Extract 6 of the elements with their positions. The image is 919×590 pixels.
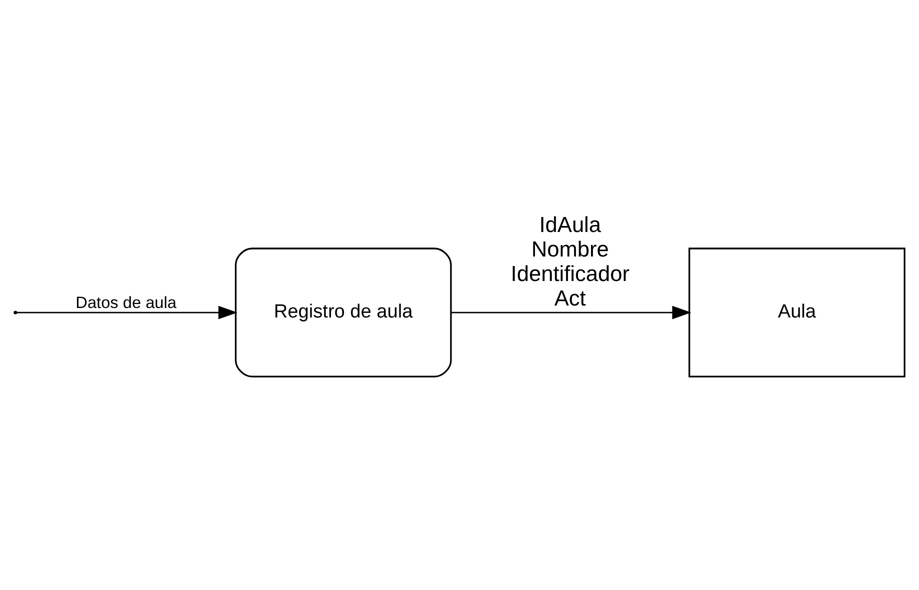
node-box: Aula xyxy=(688,247,906,377)
edge-label: Datos de aula xyxy=(76,293,176,312)
edge-label: IdAula Nombre Identificador Act xyxy=(510,211,630,310)
arrow xyxy=(16,305,238,319)
node-box: Registro de aula xyxy=(234,247,452,377)
arrow xyxy=(450,305,692,319)
